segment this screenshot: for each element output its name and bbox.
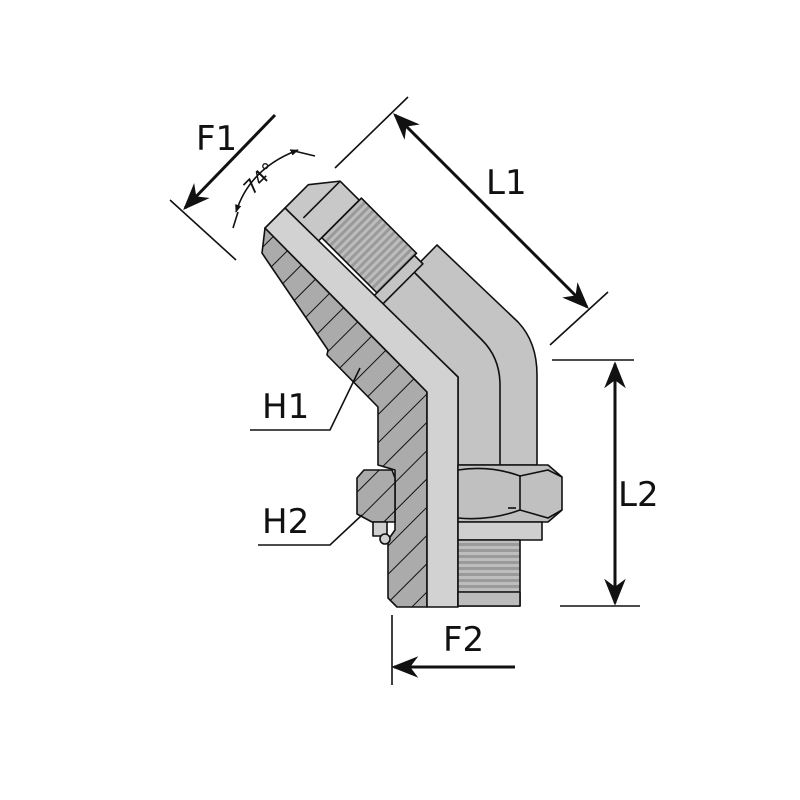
dimension-l1: L1 [334,96,609,346]
section-hatch [261,227,428,608]
dimension-l2: L2 [552,359,659,607]
label-h1: H1 [262,387,309,427]
label-f2: F2 [443,620,484,660]
leader-h2: H2 [258,502,363,546]
dimension-f1: F1 [169,113,277,261]
leader-h1: H1 [250,367,361,431]
fitting-body [261,180,563,608]
o-ring [379,533,391,545]
label-f1: F1 [196,119,237,159]
label-l1: L1 [486,163,527,203]
washer [457,521,543,541]
seal-ring [356,469,396,523]
label-l2: L2 [618,475,659,515]
bore [264,207,459,608]
label-h2: H2 [262,502,309,542]
elbow-contour-line [411,269,501,465]
dimension-f2: F2 [391,615,515,685]
